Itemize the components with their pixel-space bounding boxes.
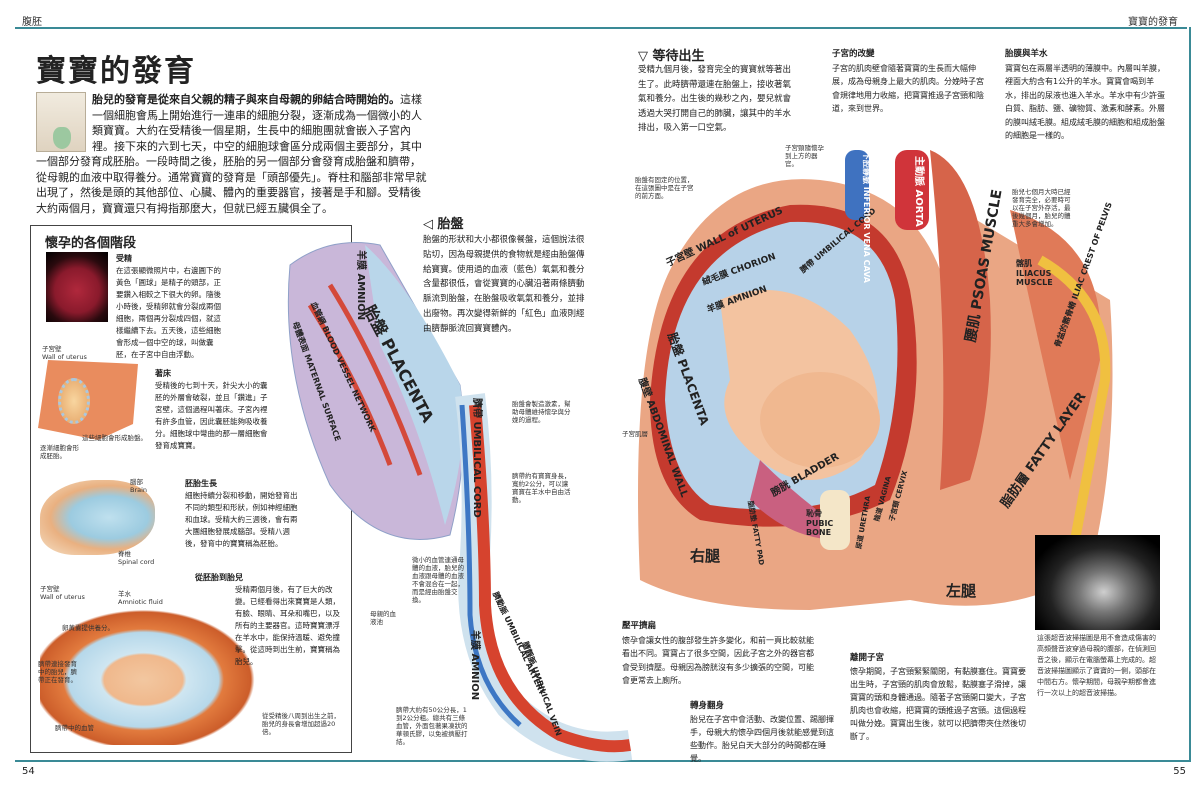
iliacus-muscle: [1010, 210, 1101, 480]
placenta-note-hormones: 胎盤會製造激素，幫助母體維持懷孕與分娩的過程。: [512, 400, 571, 424]
label-embryo-cells: 逐漸細胞會形成胚胎。: [40, 444, 79, 460]
placenta-note-vessels: 微小的血管連通母體的血液，胎兒的血液跟母體的血液不會混合在一起，而是經由胎盤交換…: [412, 556, 464, 604]
stage-text: 細胞持續分裂和移動，開始發育出不同的類型和形狀，例如神經細胞和血球。受精大約三週…: [185, 491, 298, 548]
blastocyst-shape: [58, 378, 90, 424]
ultrasound-image: [1035, 535, 1160, 630]
umbilical-vein: [469, 404, 631, 753]
running-header-left: 腹胚: [22, 17, 42, 28]
stages-title: 懷孕的各個階段: [45, 236, 137, 251]
stage-text: 受精後的七到十天，針尖大小的囊胚的外層會破裂，並且「鑽進」子宮壁，這個過程叫著床…: [155, 381, 268, 450]
bladder: [750, 460, 840, 540]
label-iliacus: 髂肌 ILIACUS MUSCLE: [1016, 259, 1053, 287]
page-number-left: 54: [22, 766, 35, 777]
fatty-layer: [1037, 255, 1111, 620]
label-placenta-cells: 這些細胞會形成胎盤。: [82, 434, 147, 442]
running-header-right: 寶寶的發育: [1128, 17, 1178, 28]
label-right-leg: 右腿: [690, 547, 721, 565]
uterus-change-section: 子宮的改變子宮的肌肉壁會隨著寶寶的生長而大幅伸展，成為母親身上最大的肌肉。分娩時…: [832, 49, 984, 113]
note-placenta-position: 胎盤有固定的位置，在這張圖中是在子宮的前方面。: [635, 176, 694, 200]
squeeze-section: 壓平擠扁懷孕會讓女性的腹部發生許多變化，和前一頁比較就能看出不同。寶寶占了很多空…: [622, 621, 814, 685]
label-amnion-2: 羊膜 AMNION: [469, 630, 480, 701]
vena-cava: [845, 150, 869, 220]
aorta: [895, 150, 929, 230]
intro-body: 這樣一個細胞會馬上開始進行一連串的細胞分裂，逐漸成為一個微小的人類寶寶。大約在受…: [36, 93, 427, 215]
placenta-diagram: [287, 242, 633, 762]
fetus-illustration: [40, 600, 270, 745]
note-seven-months: 胎兒七個月大時已經發育完全，必要時可以在子宮外存活，最後幾個月，胎兒的體重大多會…: [1012, 188, 1071, 228]
pubic-bone: [820, 490, 850, 550]
cord-length-note: 臍帶大約有50公分長，1到2公分粗。總共有三條血管，外面包著果凍狀的華頓氏膠，以…: [396, 706, 468, 746]
leaving-uterus-section: 離開子宮懷孕期間，子宮頸緊緊關閉，有黏膜塞住。寶寶要出生時，子宮頸的肌肉會放鬆，…: [850, 653, 1026, 741]
label-left-leg: 左腿: [946, 582, 977, 600]
ultrasound-caption: 這張超音波掃描圖是用不會造成傷害的高頻聲音波穿過母親的腹部，在偵測回音之後，顯示…: [1037, 634, 1156, 697]
label-growth-note: 從受精後八周到出生之前，胎兒的身長會增加超過20倍。: [262, 712, 340, 736]
birth-heading: ▽ 等待出生: [638, 49, 705, 64]
umbilical-artery: [459, 404, 522, 727]
fertilisation-micrograph: [46, 252, 108, 322]
stage-heading: 受精: [116, 254, 132, 263]
label-placenta-note: 臍帶連接發育中的胎兒，臍帶正在發育。: [38, 660, 77, 684]
header-rule: [15, 27, 1187, 29]
label-aorta: 主動脈 AORTA: [913, 156, 924, 227]
stage-text: 在這張顯微照片中，右邊圓下的黃色「圓球」是精子的頭部，正要鑽入相較之下很大的卵。…: [116, 266, 221, 359]
stage-heading: 從胚胎到胎兒: [195, 573, 243, 582]
placenta-heading: ◁ 胎盤: [423, 217, 464, 232]
psoas-muscle: [930, 150, 991, 490]
page-number-right: 55: [1173, 766, 1186, 777]
label-yolk-sac: 卵黃囊提供養分。: [62, 624, 114, 632]
note-uterus-top: 子宮頸隨懷孕到上方的器官。: [785, 144, 824, 168]
embryo-illustration: [40, 480, 155, 555]
intro-illustration: [36, 92, 86, 152]
placenta-note-maternal-blood: 母親的血液池: [370, 610, 396, 626]
note-uterine-muscle: 子宮肌層: [622, 430, 648, 438]
stage-embryo-to-fetus: 從胚胎到胎兒受精兩個月後，有了巨大的改變。已經看得出來寶寶是人類，有臉、眼睛、耳…: [195, 572, 347, 668]
stage-heading: 著床: [155, 369, 171, 378]
label-vena-cava: 下腔靜脈 INFERIOR VENA CAVA: [862, 152, 871, 283]
fetus-head: [760, 372, 880, 468]
label-pubic-bone: 恥骨 PUBIC BONE: [806, 509, 834, 537]
membranes-section: 胎膜與羊水寶寶包在兩層半透明的薄膜中。內層叫羊膜，裡面大約含有1公升的羊水。寶寶…: [1005, 49, 1165, 140]
pregnancy-cross-section: [638, 150, 1113, 620]
page-edge-rule: [1189, 27, 1191, 762]
stage-implantation: 著床受精後的七到十天，針尖大小的囊胚的外層會破裂，並且「鑽進」子宮壁，這個過程叫…: [155, 368, 270, 452]
stage-heading: 胚胎生長: [185, 479, 217, 488]
placenta-text: 胎盤的形狀和大小都很像餐盤，這個說法很貼切，因為母親提供的食物就是經由胎盤傳給寶…: [423, 235, 585, 334]
page-title: 寶寶的發育: [36, 54, 196, 89]
stage-fertilisation: 受精在這張顯微照片中，右邊圓下的黃色「圓球」是精子的頭部，正要鑽入相較之下很大的…: [116, 253, 228, 361]
label-umbilical-cord: 臍帶 UMBILICAL CORD: [471, 398, 482, 518]
birth-text: 受精九個月後，發育完全的寶寶就等著出生了。此時臍帶還連在胎盤上，接收著氧氣和養分…: [638, 65, 792, 133]
stage-text: 受精兩個月後，有了巨大的改變。已經看得出來寶寶是人類，有臉、眼睛、耳朵和嘴巴，以…: [235, 585, 340, 666]
turning-section: 轉身翻身胎兒在子宮中會活動、改變位置、踢腳揮手，母親大約懷孕四個月後就能感覺到這…: [690, 701, 834, 763]
label-cord-vessels: 臍帶中的血管: [55, 724, 94, 732]
intro-paragraph: 胎兒的發育是從來自父親的精子與來自母親的卵結合時開始的。這樣一個細胞會馬上開始進…: [36, 92, 428, 216]
placenta-note-cord: 臍帶約有寶寶身長，寬約2公分，可以讓寶寶在羊水中自由活動。: [512, 472, 571, 504]
intro-lead: 胎兒的發育是從來自父親的精子與來自母親的卵結合時開始的。: [92, 93, 400, 106]
stage-embryo-growth: 胚胎生長細胞持續分裂和移動，開始發育出不同的類型和形狀，例如神經細胞和血球。受精…: [185, 478, 300, 550]
